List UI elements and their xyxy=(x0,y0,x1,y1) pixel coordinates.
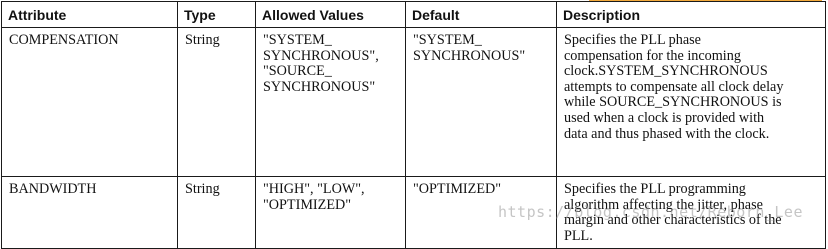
header-row: Attribute Type Allowed Values Default De… xyxy=(1,1,826,28)
header-allowed-values: Allowed Values xyxy=(255,1,406,28)
cell-line: compensation for the incoming xyxy=(564,47,741,64)
cell-default: "SYSTEM_ SYNCHRONOUS" xyxy=(405,27,557,177)
cell-line: Specifies the PLL phase xyxy=(564,32,701,48)
cell-line: "SYSTEM_ xyxy=(263,32,332,48)
cell-line: Specifies the PLL programming xyxy=(564,181,746,197)
cell-line: "SYSTEM_ xyxy=(413,32,482,48)
table-row-compensation: COMPENSATION String "SYSTEM_ SYNCHRONOUS… xyxy=(1,27,826,177)
watermark-text: https://blog.csdn.net/Reborn_Lee xyxy=(498,203,803,221)
cell-line: SYNCHRONOUS" xyxy=(413,47,526,64)
cell-attribute: BANDWIDTH xyxy=(1,175,178,249)
cell-line: data and thus phased with the clock. xyxy=(564,125,770,142)
cell-line: margin and other characteristics of the xyxy=(564,212,782,229)
cell-line: used when a clock is provided with xyxy=(564,109,765,126)
cell-line: while SOURCE_SYNCHRONOUS is xyxy=(564,94,782,111)
cell-description: Specifies the PLL phase compensation for… xyxy=(556,27,826,177)
table-row-bandwidth: BANDWIDTH String "HIGH", "LOW", "OPTIMIZ… xyxy=(1,175,826,249)
cell-line: "HIGH", "LOW", xyxy=(263,181,365,197)
cell-line: algorithm affecting the jitter, phase xyxy=(564,196,763,213)
cell-line: "SOURCE_ xyxy=(263,63,332,80)
header-default: Default xyxy=(405,1,557,28)
cell-line: "OPTIMIZED" xyxy=(413,181,502,197)
cell-line: PLL. xyxy=(564,227,593,244)
cell-line: "OPTIMIZED" xyxy=(263,196,352,213)
cell-attribute: COMPENSATION xyxy=(1,27,178,177)
cell-default: "OPTIMIZED" xyxy=(405,175,557,249)
cell-allowed-values: "SYSTEM_ SYNCHRONOUS", "SOURCE_ SYNCHRON… xyxy=(255,27,406,177)
cell-line: SYNCHRONOUS", xyxy=(263,47,379,64)
cell-line: clock.SYSTEM_SYNCHRONOUS xyxy=(564,63,768,80)
cell-line: SYNCHRONOUS" xyxy=(263,78,376,95)
header-description: Description xyxy=(556,1,826,28)
cell-description: Specifies the PLL programming algorithm … xyxy=(556,175,826,249)
cell-allowed-values: "HIGH", "LOW", "OPTIMIZED" xyxy=(255,175,406,249)
cell-line: attempts to compensate all clock delay xyxy=(564,78,784,95)
cell-type: String xyxy=(177,175,256,249)
header-type: Type xyxy=(177,1,256,28)
cell-type: String xyxy=(177,27,256,177)
header-attribute: Attribute xyxy=(1,1,178,28)
